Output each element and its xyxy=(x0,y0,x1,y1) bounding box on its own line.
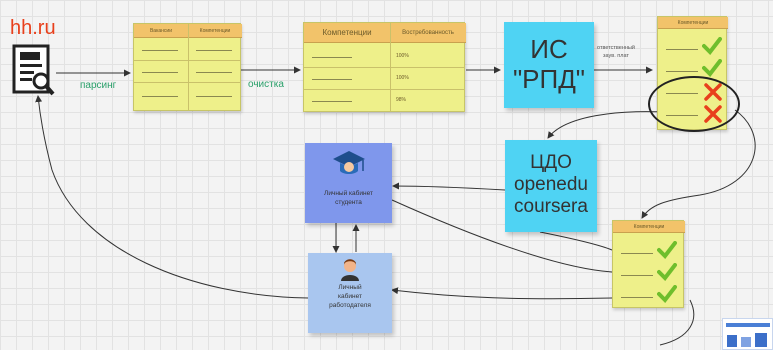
arrow-cdo-to-student xyxy=(392,182,506,191)
document-search-icon xyxy=(12,44,56,98)
edge-label-responsible: ответственный заув. плат xyxy=(597,45,635,59)
check-icon xyxy=(657,241,677,259)
minimap-widget[interactable] xyxy=(722,318,773,350)
table-cell: 98% xyxy=(396,97,407,103)
arrow-employer-to-hh xyxy=(35,95,309,299)
table-header-cell: Компетенции xyxy=(658,17,728,29)
check-icon xyxy=(657,263,677,281)
cdo-note: ЦДО openedu coursera xyxy=(505,140,597,232)
ips-rpd-note: ИС "РПД" xyxy=(504,22,594,108)
minimap-block xyxy=(727,335,737,347)
student-cabinet-note: Личный кабинет студента xyxy=(305,143,392,223)
arrow-ellipse-to-bottom-competences xyxy=(641,109,756,219)
minimap-block xyxy=(755,333,767,347)
arrow-cdo-to-bottom-competences xyxy=(539,231,613,251)
minimap-block xyxy=(741,337,751,347)
student-cabinet-text: Личный кабинет студента xyxy=(324,190,373,206)
employer-cabinet-note: Личный кабинет работодателя xyxy=(308,253,392,333)
competences-check-bottom: Компетенции xyxy=(612,220,685,308)
table-cell: 100% xyxy=(396,75,409,81)
competences-demand-table: Компетенции Востребованность 100% 100% 9… xyxy=(303,22,466,112)
check-icon xyxy=(657,285,677,303)
ips-rpd-text: ИС "РПД" xyxy=(512,34,586,94)
table-header-cell: Вакансии xyxy=(134,24,188,38)
check-icon xyxy=(702,59,722,77)
vacancies-table: Вакансии Компетенции xyxy=(133,23,242,111)
table-header-cell: Востребованность xyxy=(390,23,466,43)
graduation-cap-icon xyxy=(333,151,365,174)
table-header-cell: Компетенции xyxy=(188,24,242,38)
minimap-bar xyxy=(726,323,770,327)
edge-label-parsing: парсинг xyxy=(80,80,117,91)
arrow-bottom-competences-to-employer xyxy=(391,287,613,300)
arrow-ellipse-to-cdo xyxy=(547,111,666,139)
check-icon xyxy=(702,37,722,55)
cdo-text: ЦДО openedu coursera xyxy=(514,152,588,217)
arrow-student-to-bottom-competences xyxy=(391,199,613,273)
table-header-cell: Компетенции xyxy=(304,23,390,43)
line-bottom-competences-to-corner xyxy=(659,299,695,346)
hh-logo-text: hh.ru xyxy=(10,17,56,39)
table-header-cell: Компетенции xyxy=(613,221,685,233)
edge-label-cleaning: очистка xyxy=(248,79,284,90)
table-cell: 100% xyxy=(396,53,409,59)
employer-cabinet-text: Личный кабинет работодателя xyxy=(329,284,371,309)
employer-person-icon xyxy=(341,259,359,281)
highlight-ellipse xyxy=(648,76,740,132)
